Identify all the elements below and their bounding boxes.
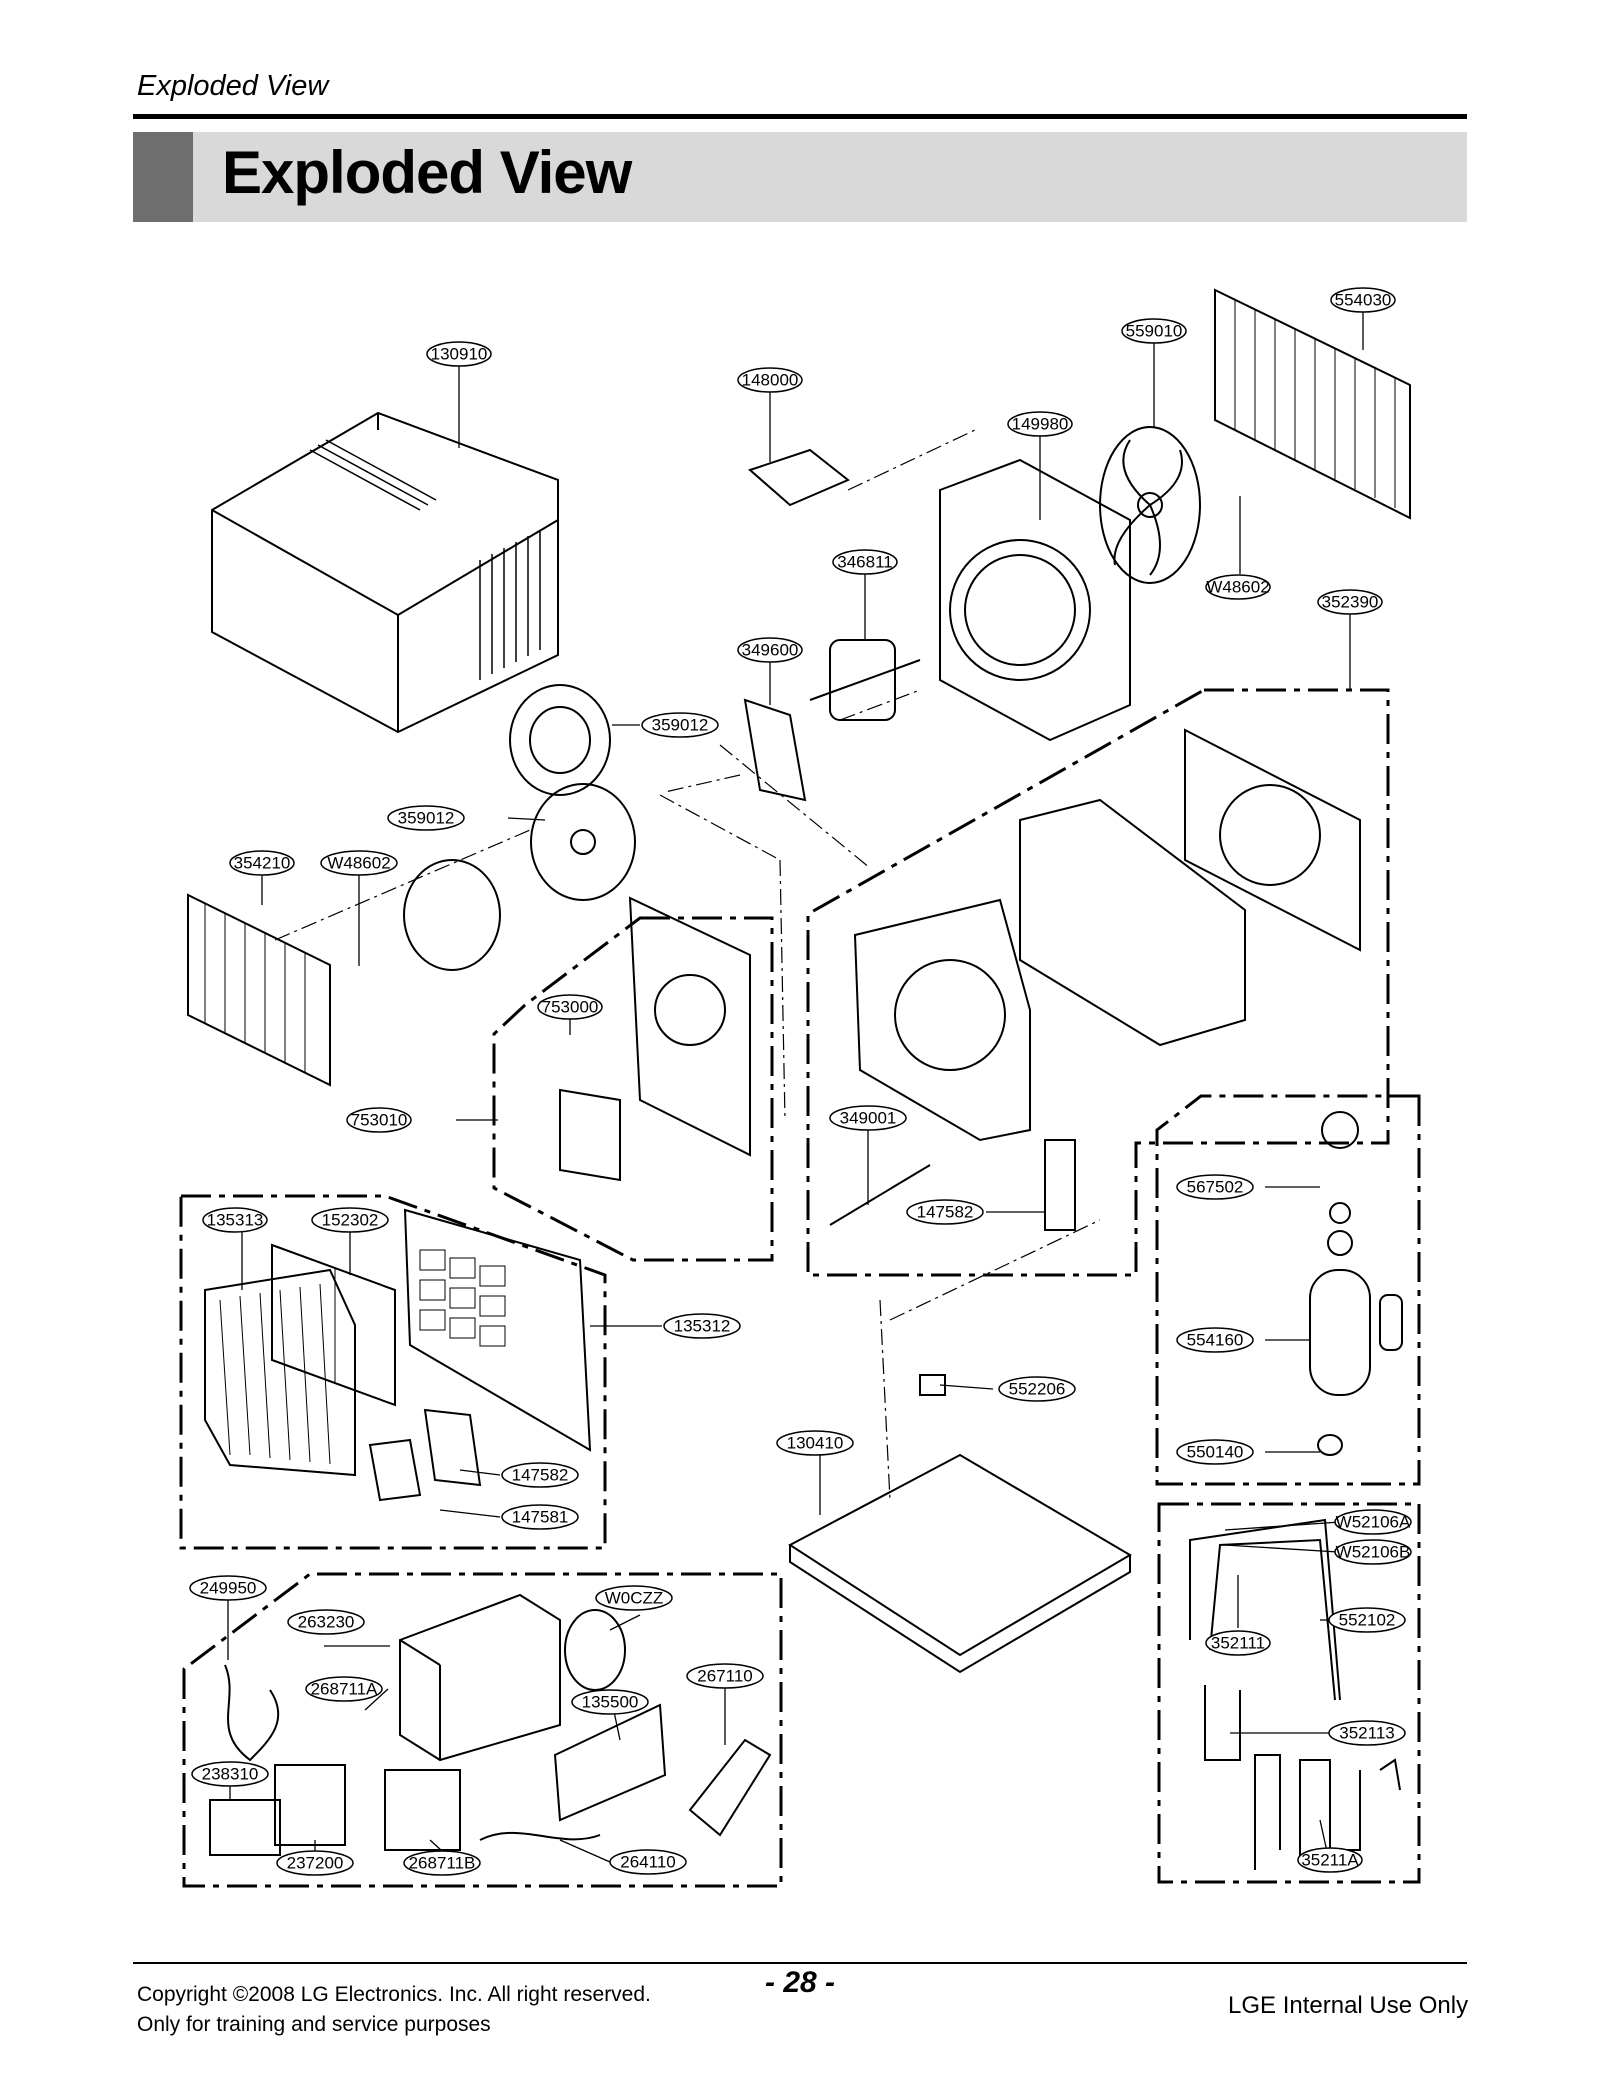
callout-w48602-upper: W48602 [1206,577,1269,596]
callout-359012-lower: 359012 [398,808,455,827]
callout-238310: 238310 [202,1764,259,1783]
air-guide-ring [894,959,1006,1071]
footer-copyright: Copyright ©2008 LG Electronics. Inc. All… [137,1980,651,2040]
callout-130410: 130410 [787,1433,844,1452]
callout-354210: 354210 [234,853,291,872]
harness-drawing [224,1664,280,1762]
frame-evaporator-group [492,916,774,1262]
callout-349001: 349001 [840,1108,897,1127]
callout-237200: 237200 [287,1853,344,1872]
callout-135312: 135312 [674,1316,731,1335]
footer-rule [133,1962,1467,1964]
callout-152302: 152302 [322,1210,379,1229]
bracket-drawing [748,448,850,507]
back-panel-drawing [1184,728,1361,952]
motor-mount-drawing [743,698,807,802]
cabinet-drawing [211,411,559,734]
page-number: - 28 - [765,1966,836,1999]
piping-drawing [1189,1518,1401,1870]
callout-753010: 753010 [351,1110,408,1129]
callout-135500: 135500 [582,1692,639,1711]
control-box-drawing [399,1593,561,1762]
evaporator-drawing [187,893,331,1087]
callout-149980: 149980 [1012,414,1069,433]
rod-drawing [829,1164,931,1226]
wire-264110-drawing [479,1831,601,1841]
callout-346811: 346811 [837,552,892,571]
fan-drawing [1099,426,1201,584]
frame-fan-shroud-group [806,688,1390,1277]
scroll-housing-drawing [1019,798,1246,1047]
heater-plate-hole [654,974,726,1046]
louver-drawing [368,1438,422,1502]
frame-compressor-group [1155,1094,1421,1486]
title-band [133,132,1467,222]
filter-drawing [271,1243,396,1407]
copyright-line-2: Only for training and service purposes [137,2013,491,2036]
callout-352113: 352113 [1339,1723,1394,1742]
motor-drawing [809,639,921,721]
base-pan-drawing [788,1453,1132,1674]
callout-352390: 352390 [1322,592,1379,611]
callout-147581: 147581 [512,1507,569,1526]
callout-753000: 753000 [542,997,599,1016]
control-cover-drawing [553,1703,667,1822]
callout-w52106b: W52106B [1336,1542,1411,1561]
callout-550140: 550140 [1187,1442,1244,1461]
callout-552102: 552102 [1339,1610,1396,1629]
callout-148000: 148000 [742,370,799,389]
frame-piping-group [1157,1502,1421,1884]
callout-w52106a: W52106A [1336,1512,1411,1531]
front-grille-drawing [204,1268,356,1477]
frame-control-group [182,1572,783,1888]
header-rule [133,114,1467,119]
callout-552206: 552206 [1009,1379,1066,1398]
front-panel-drawing [403,1208,592,1452]
callout-w48602-lower: W48602 [327,853,390,872]
vane-set-drawing [423,1408,482,1487]
compressor-drawing [1309,1111,1403,1456]
air-guide-drawing [853,898,1031,1142]
copyright-line-1: Copyright ©2008 LG Electronics. Inc. All… [137,1983,651,2006]
orifice-ring-drawing [403,859,501,971]
shroud-drawing [939,458,1131,742]
callout-349600: 349600 [742,640,799,659]
callout-554160: 554160 [1187,1330,1244,1349]
callout-267110: 267110 [697,1666,752,1685]
heater-plate-drawing [628,896,751,1157]
callout-559010: 559010 [1126,321,1183,340]
callout-554030: 554030 [1335,290,1392,309]
callout-264110: 264110 [620,1852,675,1871]
page-title: Exploded View [222,139,632,206]
heater-drawing [559,1088,621,1182]
callout-567502: 567502 [1187,1177,1244,1196]
callout-135313: 135313 [207,1210,264,1229]
capacitor-drawing [564,1609,626,1691]
callout-263230: 263230 [298,1612,355,1631]
callout-147582-lower: 147582 [512,1465,569,1484]
callout-359012-upper: 359012 [652,715,709,734]
callout-35211a: 35211A [1301,1850,1359,1869]
callout-268711a: 268711A [311,1679,378,1698]
internal-use-note: LGE Internal Use Only [1228,1992,1469,2019]
callout-147582-upper: 147582 [917,1202,974,1221]
callout-268711b: 268711B [409,1853,476,1872]
condenser-drawing [1214,288,1411,520]
title-tab [133,132,193,222]
blower-wheel-drawing [509,684,611,796]
display-pcb-drawing [384,1769,461,1851]
bracket-147582-drawing [1044,1139,1076,1231]
back-panel-fan [1219,784,1321,886]
pcb-drawing [274,1764,346,1846]
remote-drawing [688,1738,772,1837]
callout-249950: 249950 [200,1578,257,1597]
lower-fan-drawing [530,783,636,901]
callout-w0czz: W0CZZ [605,1588,664,1607]
section-label: Exploded View [137,70,329,102]
callout-130910: 130910 [431,344,488,363]
frame-front-grille-group [179,1194,607,1550]
control-panel-drawing [209,1799,281,1856]
callout-352111: 352111 [1211,1633,1265,1652]
